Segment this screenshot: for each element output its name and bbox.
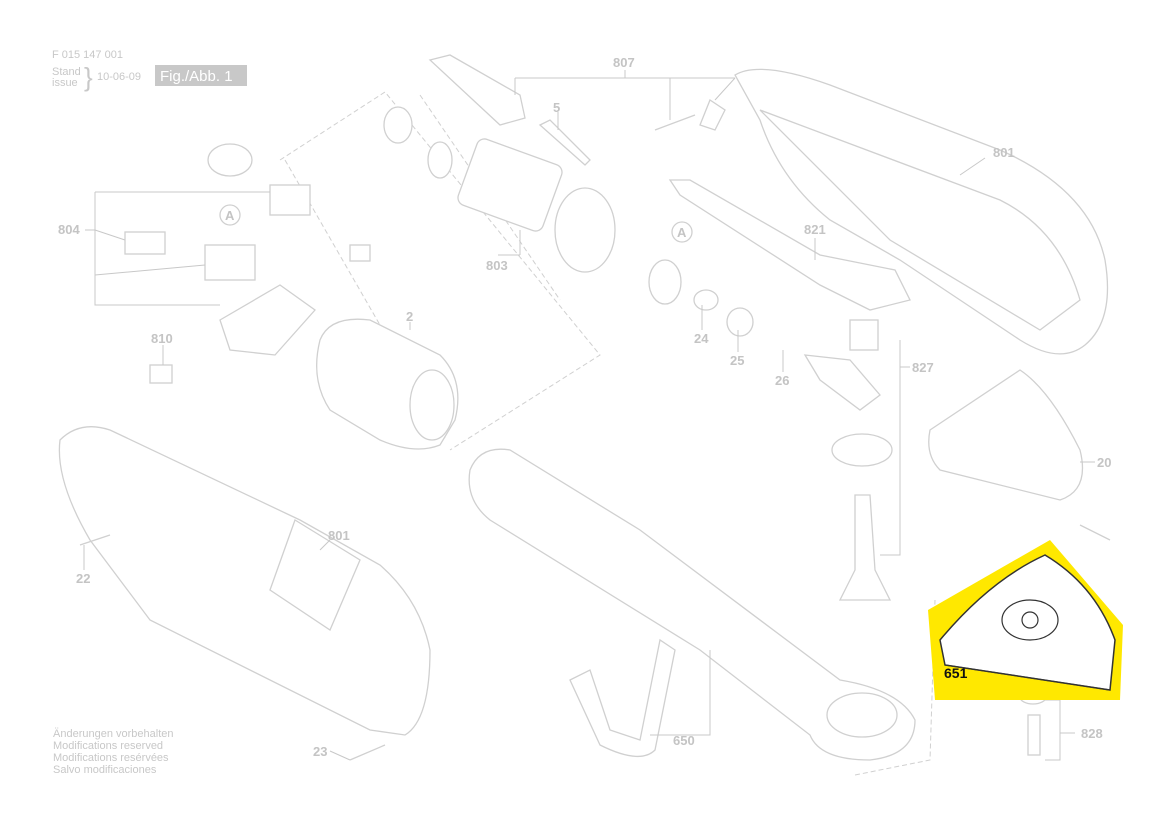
svg-text:A: A	[225, 208, 235, 223]
callout-803: 803	[486, 258, 508, 273]
highlighted-part-651[interactable]: 651	[928, 540, 1123, 700]
callout-25: 25	[730, 353, 744, 368]
cover-20	[928, 369, 1084, 501]
gear-housing-650	[468, 448, 916, 761]
reference-a-2: A	[671, 221, 693, 243]
svg-text:A: A	[677, 225, 687, 240]
footer-note-en: Modifications reserved	[53, 740, 163, 752]
issue-label: issue	[52, 77, 78, 89]
stand-label: Stand	[52, 66, 81, 78]
callout-24: 24	[694, 331, 709, 346]
figure-badge	[155, 65, 247, 86]
callout-20: 20	[1097, 455, 1111, 470]
footer-note-de: Änderungen vorbehalten	[53, 728, 173, 740]
footer-note-es: Salvo modificaciones	[53, 764, 157, 776]
callout-801-bottom: 801	[328, 528, 350, 543]
callout-22: 22	[76, 571, 90, 586]
callout-2: 2	[406, 309, 413, 324]
sanding-pad	[939, 554, 1116, 691]
reference-a-1: A	[219, 204, 241, 226]
callout-5: 5	[553, 100, 560, 115]
doc-number: F 015 147 001	[52, 49, 123, 61]
small-parts	[79, 54, 1111, 761]
armature-803	[427, 138, 616, 273]
callout-828: 828	[1081, 726, 1103, 741]
clip	[569, 638, 676, 757]
callout-807: 807	[613, 55, 635, 70]
callout-23: 23	[313, 744, 327, 759]
figure-label: Fig./Abb. 1	[160, 68, 233, 85]
housing-801-bottom	[58, 426, 431, 736]
callout-827: 827	[912, 360, 934, 375]
footer-note-fr: Modifications resérvées	[53, 752, 169, 764]
group-outline	[854, 599, 936, 776]
issue-date: 10-06-09	[97, 71, 141, 83]
callout-801-top: 801	[993, 145, 1015, 160]
callout-804: 804	[58, 222, 80, 237]
callout-26: 26	[775, 373, 789, 388]
stator-2	[316, 318, 459, 450]
callout-821: 821	[804, 222, 826, 237]
brace: }	[84, 62, 93, 92]
leader-lines	[83, 70, 1095, 761]
callout-651: 651	[944, 665, 968, 681]
callout-810: 810	[151, 331, 173, 346]
callout-650: 650	[673, 733, 695, 748]
group-outline	[279, 91, 601, 451]
housing-801-top	[734, 68, 1109, 355]
